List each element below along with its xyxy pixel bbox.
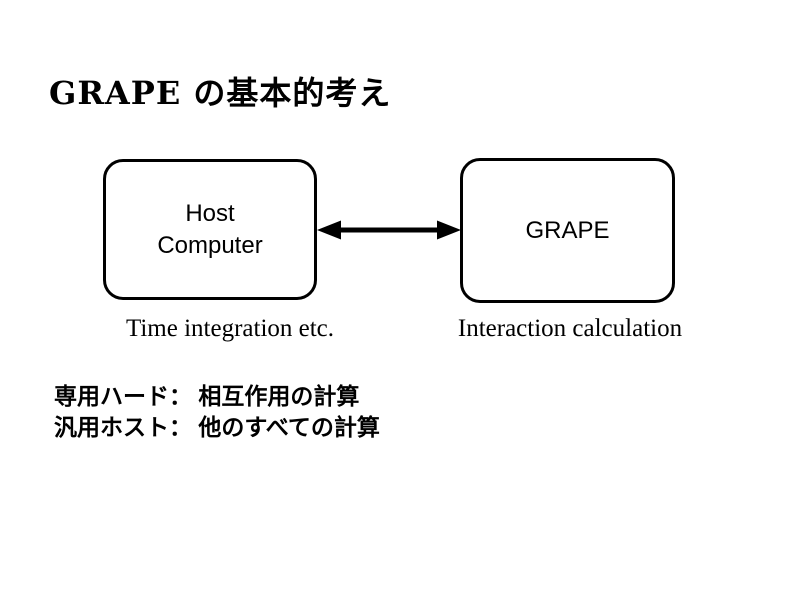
bidirectional-arrow-icon: [317, 217, 461, 243]
host-computer-label: Host Computer: [157, 200, 263, 259]
page-title: GRAPE の基本的考え: [49, 74, 392, 112]
host-caption: Time integration etc.: [125, 315, 335, 342]
grape-caption: Interaction calculation: [457, 315, 683, 342]
note-line-dedicated-hardware: 専用ハード： 相互作用の計算: [54, 383, 360, 409]
host-computer-box: Host Computer: [103, 159, 317, 300]
note-line-general-host: 汎用ホスト： 他のすべての計算: [54, 414, 380, 440]
notes-block: 専用ハード： 相互作用の計算 汎用ホスト： 他のすべての計算: [54, 381, 380, 443]
grape-label: GRAPE: [525, 216, 610, 244]
grape-box: GRAPE: [460, 158, 675, 303]
